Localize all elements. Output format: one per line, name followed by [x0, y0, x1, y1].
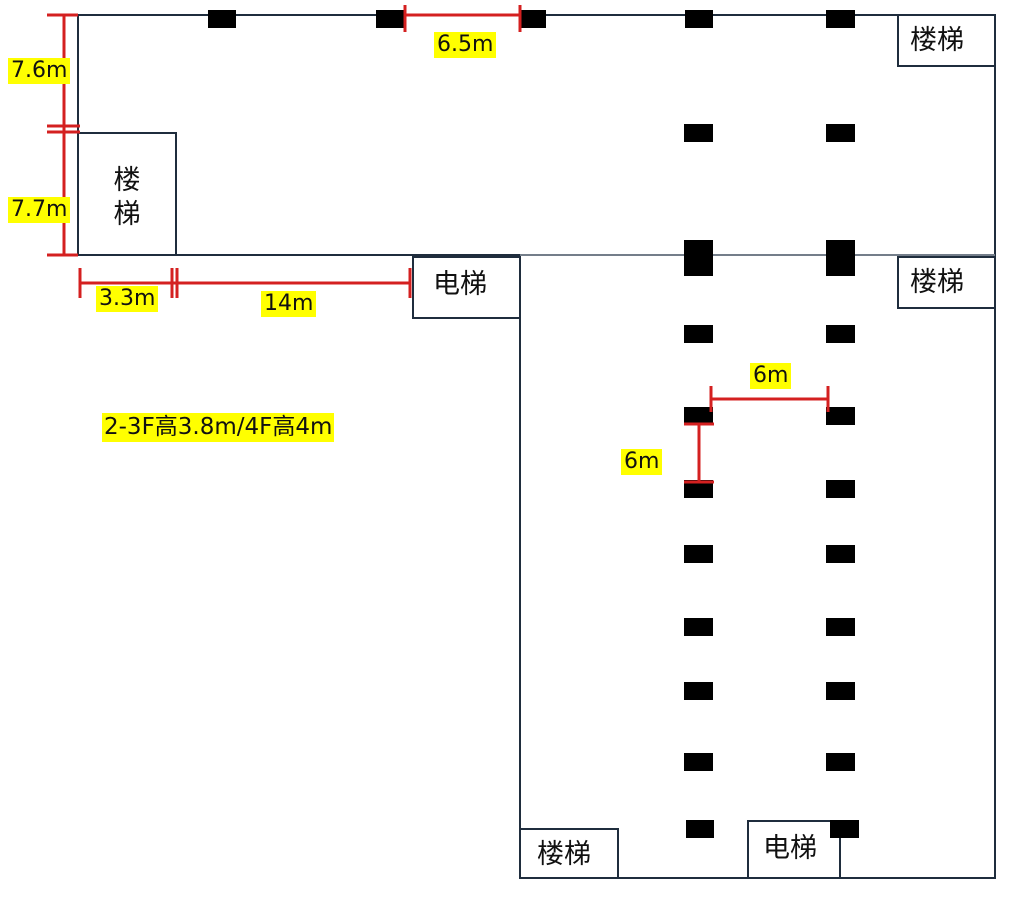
stair-room-mid-right	[897, 256, 996, 309]
column	[685, 10, 713, 28]
column	[826, 545, 855, 563]
floor-height-note: 2-3F高3.8m/4F高4m	[102, 413, 335, 442]
stair-label-left-char1: 楼	[113, 165, 141, 196]
stair-room-top-right	[897, 14, 996, 67]
column	[826, 480, 855, 498]
column	[826, 10, 855, 28]
dimension-label-left-upper: 7.6m	[8, 58, 71, 84]
column	[826, 618, 855, 636]
column	[684, 618, 713, 636]
column	[830, 820, 859, 838]
column	[684, 545, 713, 563]
elevator-label-mid: 电梯	[433, 269, 487, 300]
elevator-room-mid	[412, 256, 521, 319]
dimension-label-grid-h: 6m	[750, 363, 792, 389]
column	[684, 480, 713, 498]
stair-label-top-right: 楼梯	[910, 25, 964, 56]
column	[826, 325, 855, 343]
column	[826, 682, 855, 700]
dimension-label-left-lower: 7.7m	[8, 197, 71, 223]
column	[826, 124, 855, 142]
column	[684, 325, 713, 343]
column	[686, 820, 714, 838]
stair-label-left: 楼 梯	[109, 164, 145, 232]
column	[684, 240, 713, 276]
column	[684, 407, 713, 425]
stair-room-bottom	[519, 828, 619, 879]
outer-wall	[78, 14, 996, 879]
stair-label-bottom: 楼梯	[537, 839, 591, 870]
column	[684, 682, 713, 700]
stair-label-mid-right: 楼梯	[910, 267, 964, 298]
stair-label-left-char2: 梯	[113, 198, 141, 230]
column	[520, 10, 546, 28]
dimension-label-bottom-short: 3.3m	[96, 286, 159, 312]
elevator-room-bottom	[747, 820, 841, 879]
dimension-label-top: 6.5m	[434, 32, 497, 58]
dimension-label-bottom-long: 14m	[261, 291, 317, 317]
dimension-label-grid-v: 6m	[621, 449, 663, 475]
column	[684, 124, 713, 142]
column	[684, 753, 713, 771]
column	[826, 407, 855, 425]
column	[826, 753, 855, 771]
column	[376, 10, 404, 28]
stair-room-left	[77, 132, 177, 256]
column	[208, 10, 236, 28]
column	[826, 240, 855, 276]
elevator-label-bottom: 电梯	[763, 833, 817, 864]
